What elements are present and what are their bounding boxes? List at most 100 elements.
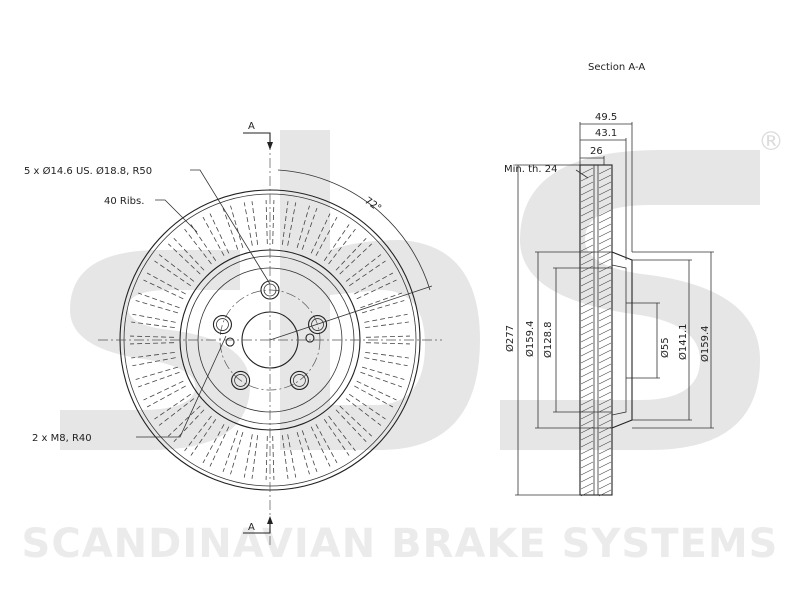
rib-line — [323, 418, 350, 456]
hatch-line — [580, 300, 594, 308]
bolt-hole — [308, 314, 328, 335]
hatch-line — [598, 433, 612, 441]
hatch-line — [598, 237, 612, 245]
hatch-line — [580, 440, 594, 448]
section-arrow-top-head — [267, 142, 273, 150]
hatch-line — [580, 454, 594, 462]
width-dim-3: 26 — [590, 146, 603, 157]
rib-line — [301, 207, 318, 250]
hatch-line — [598, 251, 612, 259]
rib-line — [137, 371, 180, 388]
hatch-line — [580, 279, 594, 287]
hatch-line — [580, 419, 594, 427]
min-thickness-label: Min. th. 24 — [504, 164, 557, 175]
rib-line — [348, 393, 386, 420]
section-hatching — [580, 167, 612, 497]
hatch-line — [598, 356, 612, 364]
diameter-277: Ø277 — [504, 325, 516, 352]
hatch-line — [598, 363, 612, 371]
hatch-line — [598, 195, 612, 203]
rib-line — [356, 380, 397, 401]
rib-line — [365, 351, 409, 359]
rib-line — [272, 200, 275, 245]
rib-line — [272, 435, 275, 480]
hatch-line — [598, 181, 612, 189]
hatch-line — [598, 209, 612, 217]
hatch-line — [580, 314, 594, 322]
hatch-line — [598, 377, 612, 385]
diameter-128: Ø128.8 — [542, 322, 554, 359]
hatch-line — [580, 216, 594, 224]
hatch-line — [598, 349, 612, 357]
rib-line — [364, 357, 408, 367]
hatch-line — [598, 265, 612, 273]
hatch-line — [580, 370, 594, 378]
hatch-line — [598, 244, 612, 252]
hatch-line — [580, 468, 594, 476]
hatch-line — [598, 286, 612, 294]
hatch-line — [598, 342, 612, 350]
hatch-line — [598, 167, 612, 175]
bolt-hole-callout: 5 x Ø14.6 US. Ø18.8, R50 — [24, 165, 152, 177]
ribs-leader — [155, 199, 198, 233]
hatch-line — [580, 447, 594, 455]
hatch-line — [598, 454, 612, 462]
rib-line — [146, 272, 186, 295]
rib-line — [265, 435, 268, 480]
rib-line — [281, 201, 289, 245]
rib-line — [209, 426, 230, 467]
rib-line — [315, 216, 338, 256]
rib-line — [137, 292, 180, 309]
rib-line — [131, 351, 175, 359]
diameter-159-right: Ø159.4 — [699, 326, 711, 363]
hatch-line — [580, 188, 594, 196]
section-view: Section A-A 49.5 43.1 26 Min. th. 24 — [504, 62, 714, 497]
hatch-line — [580, 433, 594, 441]
hatch-line — [598, 447, 612, 455]
rib-line — [222, 430, 239, 473]
rib-line — [365, 342, 410, 345]
hatch-line — [580, 286, 594, 294]
hatch-line — [598, 307, 612, 315]
bolt-hole — [212, 314, 232, 335]
bolt-hole-inner — [311, 318, 324, 331]
rib-line — [154, 260, 192, 287]
rib-line — [335, 409, 367, 443]
hatch-line — [580, 321, 594, 329]
rib-line — [154, 393, 192, 420]
hatch-line — [580, 328, 594, 336]
hatch-line — [598, 174, 612, 182]
rib-line — [356, 279, 397, 300]
rib-line — [243, 202, 253, 246]
rib-line — [173, 237, 205, 271]
hatch-line — [598, 328, 612, 336]
rib-line — [281, 435, 289, 479]
rib-line — [364, 313, 408, 323]
rib-line — [202, 216, 225, 256]
hatch-line — [580, 244, 594, 252]
rib-line — [158, 254, 195, 282]
threaded-hole — [305, 333, 315, 343]
diameter-55: Ø55 — [659, 337, 671, 358]
rib-line — [167, 243, 201, 275]
rib-line — [158, 398, 195, 426]
hatch-line — [580, 167, 594, 175]
rib-line — [173, 409, 205, 443]
disc-profile — [579, 164, 633, 497]
hatch-line — [580, 398, 594, 406]
rib-line — [365, 335, 410, 338]
section-arrow-bottom-head — [267, 516, 273, 524]
hatch-line — [580, 237, 594, 245]
hatch-line — [598, 412, 612, 420]
rib-line — [143, 380, 184, 401]
width-dim-2: 43.1 — [595, 128, 617, 139]
threaded-hole-callout: 2 x M8, R40 — [32, 433, 92, 444]
hatch-line — [580, 475, 594, 483]
hatch-line — [598, 335, 612, 343]
min-thickness-leader — [575, 169, 589, 179]
hatch-line — [580, 461, 594, 469]
hatch-line — [598, 258, 612, 266]
rib-line — [265, 200, 268, 245]
